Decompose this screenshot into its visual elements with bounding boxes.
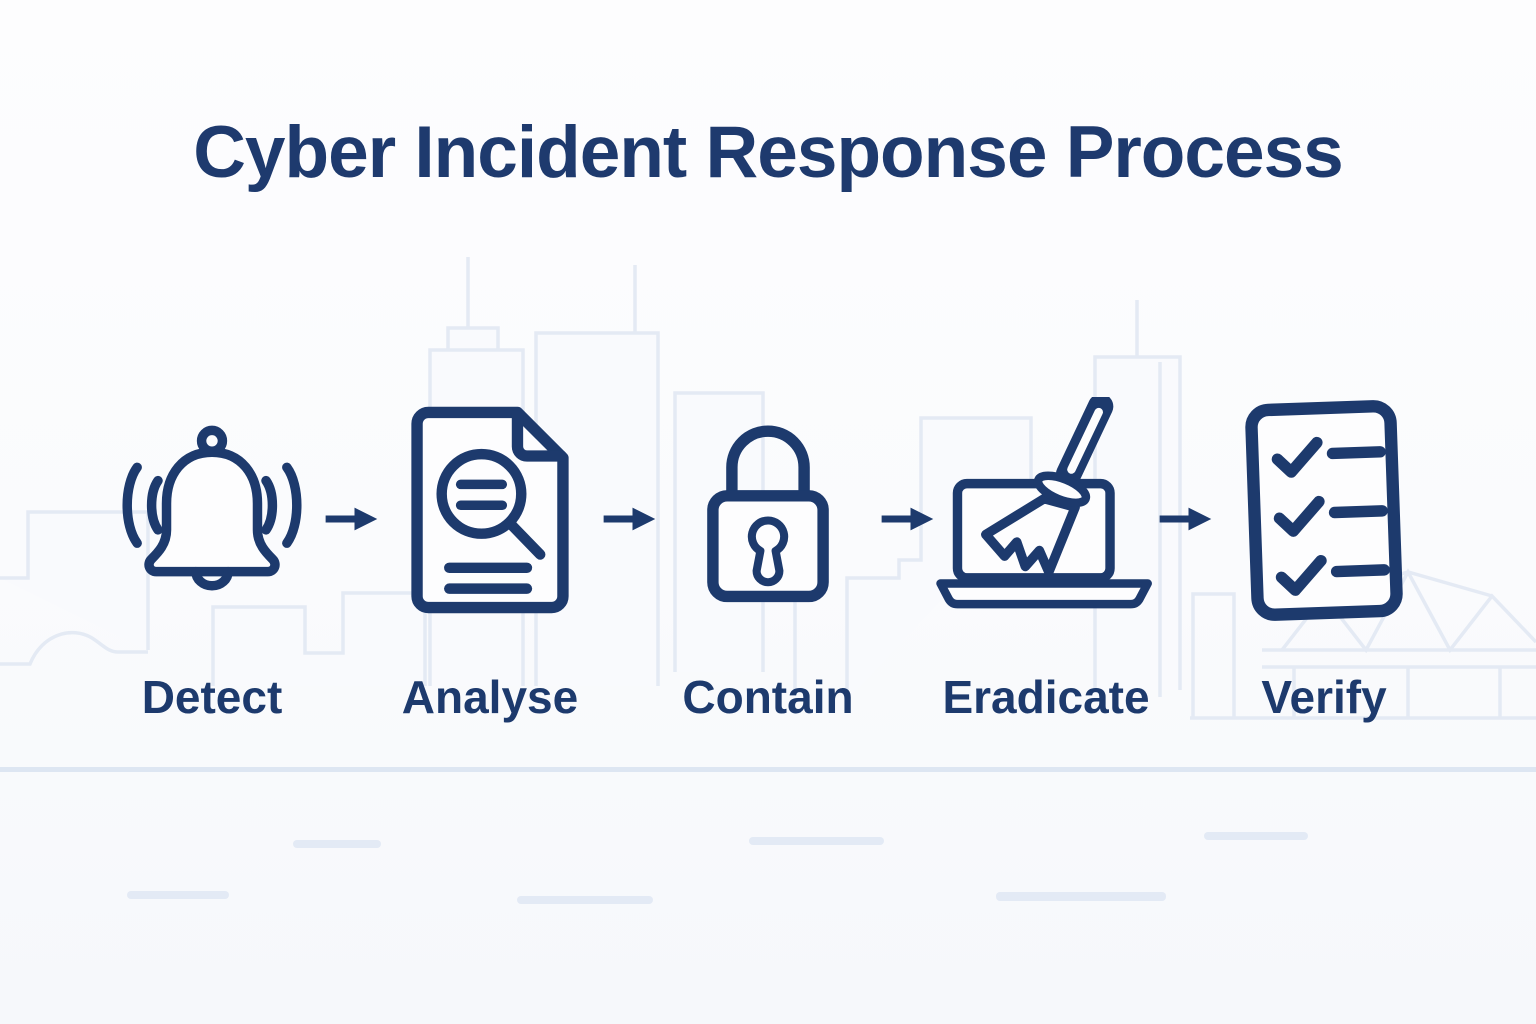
step-label-eradicate: Eradicate <box>942 671 1150 723</box>
arrow-right-icon <box>601 396 657 624</box>
laptop-broom-icon <box>933 396 1159 624</box>
ground-line <box>0 767 1536 772</box>
alert-bell-icon <box>112 396 312 624</box>
process-steps: Detect Analyse <box>0 396 1536 723</box>
step-label-analyse: Analyse <box>401 671 579 723</box>
arrow-right-icon <box>323 396 379 624</box>
arrow-right-icon <box>1157 396 1213 624</box>
step-contain: Contain <box>657 396 879 723</box>
page-title: Cyber Incident Response Process <box>193 112 1344 193</box>
step-label-contain: Contain <box>682 671 854 723</box>
step-label-detect: Detect <box>141 671 283 723</box>
checklist-icon <box>1243 396 1405 624</box>
step-detect: Detect <box>101 396 323 723</box>
step-analyse: Analyse <box>379 396 601 723</box>
arrow-right-icon <box>879 396 935 624</box>
step-eradicate: Eradicate <box>935 396 1157 723</box>
step-label-verify: Verify <box>1261 671 1387 723</box>
padlock-icon <box>692 396 844 624</box>
step-verify: Verify <box>1213 396 1435 723</box>
document-magnifier-icon <box>400 396 580 624</box>
